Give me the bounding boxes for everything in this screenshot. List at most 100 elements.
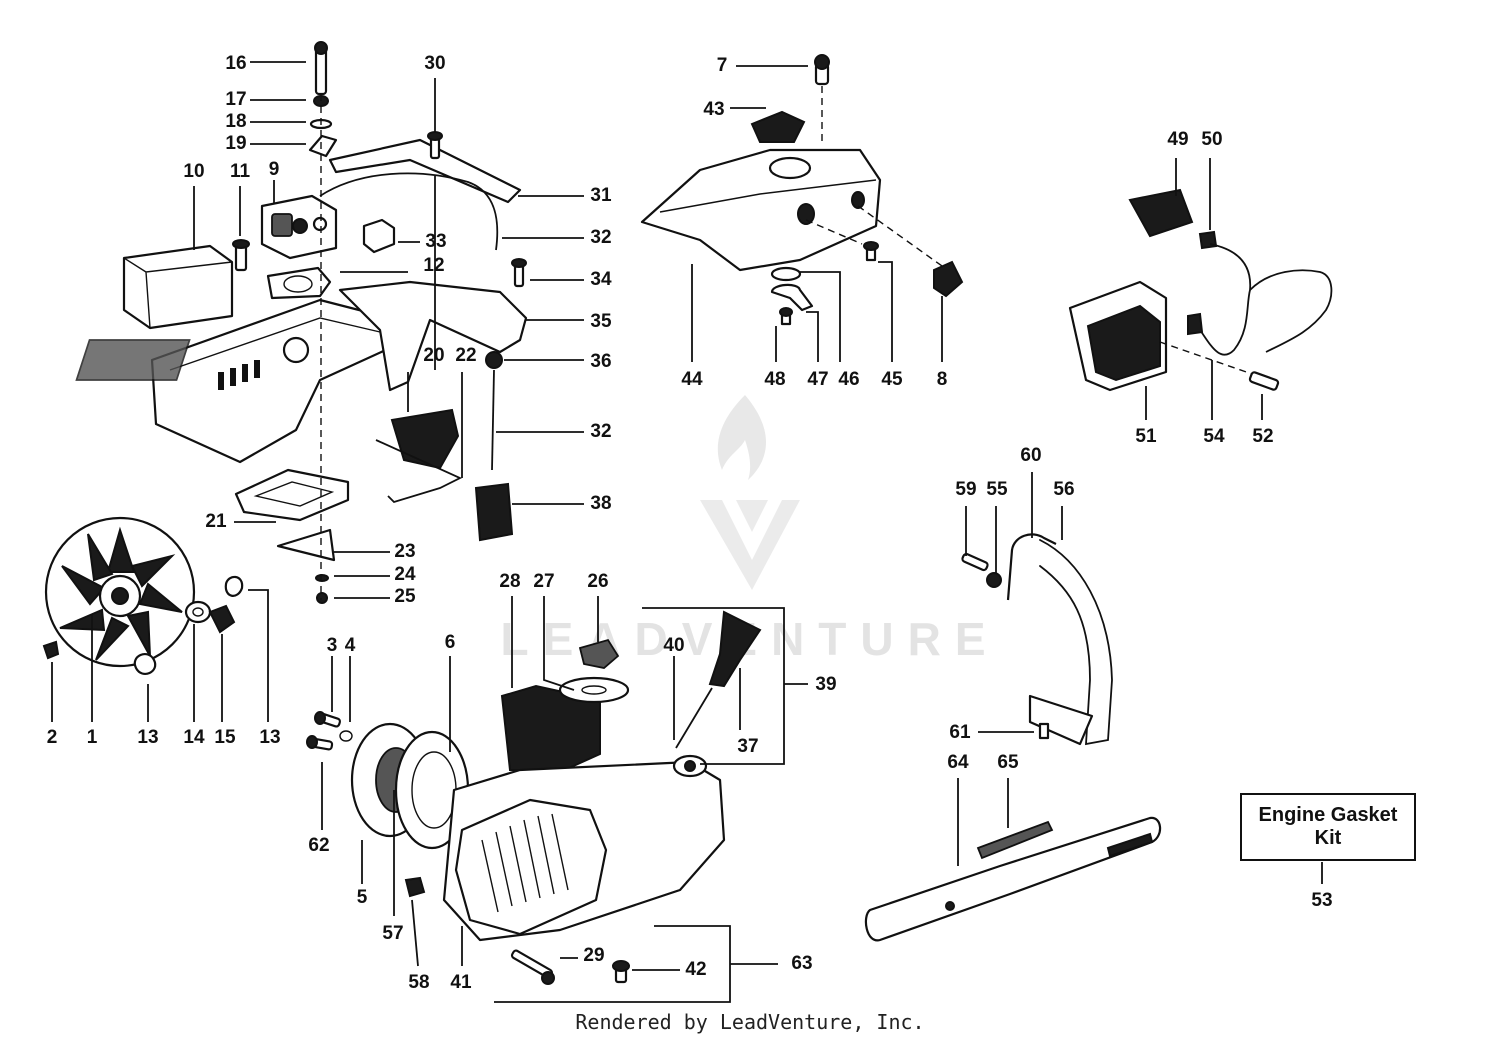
fuel-filter [474,482,514,542]
label-50: 50 [1201,129,1222,150]
label-10: 10 [183,161,204,182]
label-55: 55 [986,479,1008,500]
label-25: 25 [394,586,416,607]
starter-cover [454,798,608,936]
label-64: 64 [947,752,969,773]
label-63: 63 [791,953,812,974]
starter-group [306,610,762,985]
carburetor-group [75,41,528,604]
label-42: 42 [685,959,706,980]
label-46: 46 [838,369,859,390]
washer-14 [184,600,212,624]
fuel-line-upper [319,172,499,251]
carb-gasket [266,266,332,300]
label-59: 59 [955,479,976,500]
label-62: 62 [308,835,329,856]
label-21: 21 [205,511,227,532]
label-18: 18 [225,111,246,132]
label-32-lower: 32 [590,421,611,442]
screw-59 [961,552,989,572]
washer-55 [986,572,1002,588]
label-3: 3 [327,635,338,656]
cap-43 [750,110,806,143]
plug-58 [404,876,426,898]
washer-27 [558,676,630,704]
label-14: 14 [183,727,205,748]
gasket-21 [234,468,350,522]
gasket-kit-line2: Kit [1314,827,1342,849]
label-35: 35 [590,311,612,332]
label-57: 57 [382,923,403,944]
cylinder-cover-group [640,54,964,326]
engine-gasket-kit-box: Engine Gasket Kit [1240,793,1416,861]
label-11: 11 [230,161,251,182]
boot-49 [1128,188,1194,238]
starter-cord [675,687,713,749]
label-24: 24 [394,564,416,585]
label-13-left: 13 [137,727,158,748]
label-52: 52 [1252,426,1273,447]
label-32-upper: 32 [590,227,611,248]
tank-block [500,684,601,774]
label-31: 31 [590,185,612,206]
label-49: 49 [1167,129,1188,150]
label-15: 15 [214,727,236,748]
label-22: 22 [455,345,476,366]
label-41: 41 [450,972,472,993]
label-16: 16 [225,53,246,74]
part-labels: 16 17 18 19 30 10 11 9 31 32 33 12 34 35… [47,53,1333,993]
ignition-wire [1249,269,1333,353]
label-23: 23 [394,541,415,562]
label-36: 36 [590,351,611,372]
washer-24 [315,574,329,582]
label-12: 12 [423,255,444,276]
nut-25 [316,592,328,604]
air-filter [122,244,234,330]
label-48: 48 [764,369,785,390]
label-29: 29 [583,945,604,966]
label-61: 61 [949,722,971,743]
label-38: 38 [590,493,611,514]
handle-plate [1028,694,1094,746]
starter-handle [708,610,762,688]
label-27: 27 [533,571,554,592]
leader-lines [51,61,1323,1003]
label-56: 56 [1053,479,1074,500]
ignition-group [1068,188,1333,392]
handle-shroud [338,280,528,392]
gasket-kit-line1: Engine Gasket [1258,804,1398,826]
rod-22 [375,439,463,504]
washer-46 [770,266,802,282]
label-58: 58 [408,972,429,993]
clip-47 [770,283,814,312]
footer-credit: Rendered by LeadVenture, Inc. [575,1010,925,1034]
front-handle-group [961,533,1113,746]
label-37: 37 [737,736,758,757]
label-8: 8 [937,369,948,390]
knob-8 [933,260,964,298]
label-40: 40 [663,635,684,656]
trigger-20 [390,408,460,470]
label-54: 54 [1203,426,1225,447]
throttle-rod [328,138,522,204]
label-60: 60 [1020,445,1041,466]
cylinder-cover [640,148,882,272]
label-45: 45 [881,369,903,390]
label-7: 7 [717,55,728,76]
label-34: 34 [590,269,612,290]
air-box [150,298,392,464]
label-43: 43 [703,99,724,120]
label-2: 2 [47,727,58,748]
handle-bracket-60 [1006,533,1057,601]
label-4: 4 [345,635,356,656]
label-13-right: 13 [259,727,280,748]
front-handle [1039,539,1113,746]
bracket-19 [308,134,338,158]
label-47: 47 [807,369,828,390]
plate-23 [276,528,336,562]
label-6: 6 [445,632,456,653]
watermark-logo [700,395,800,590]
label-53: 53 [1311,890,1332,911]
nut-15 [208,604,236,634]
